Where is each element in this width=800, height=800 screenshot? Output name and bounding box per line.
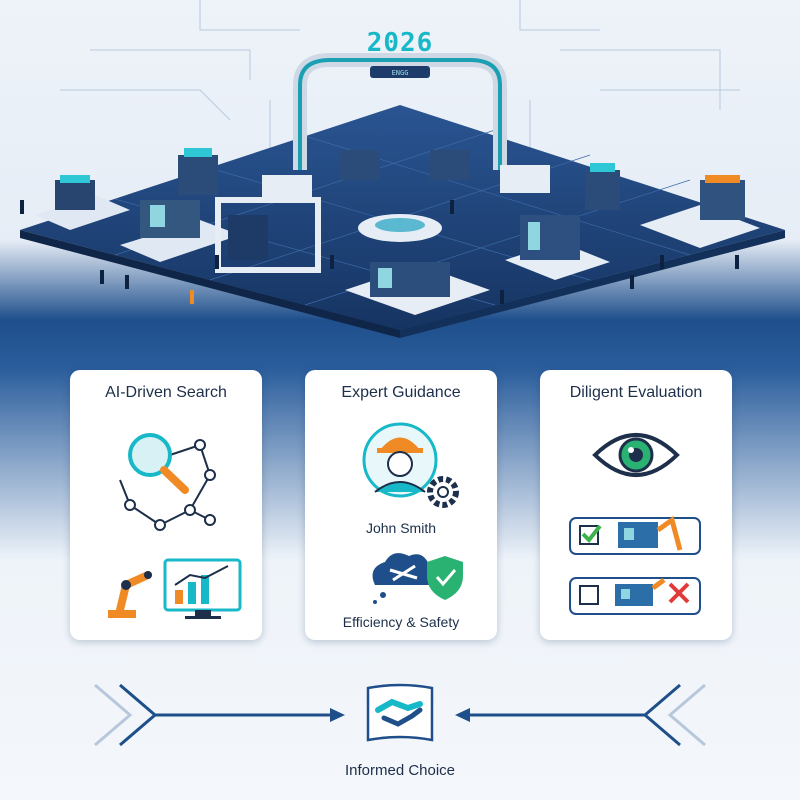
shield-check-icon	[427, 556, 463, 600]
handshake-icon	[366, 683, 434, 742]
entrance-gate: ENGG	[293, 53, 507, 170]
robot-arm-icon	[108, 571, 152, 618]
card-title: AI-Driven Search	[105, 384, 227, 401]
tagline: Efficiency & Safety	[342, 614, 460, 630]
year-label: 2026	[366, 28, 434, 58]
factory-floor-scene: ENGG	[20, 0, 785, 338]
gear-icon	[427, 476, 459, 508]
machine-stations	[35, 148, 760, 315]
magnifier-network-icon	[119, 433, 216, 531]
eye-icon	[592, 433, 680, 477]
right-arrow-icon	[455, 683, 706, 747]
tools-cloud-icon	[372, 553, 437, 604]
card-title: Expert Guidance	[341, 384, 461, 401]
circuit-lines	[60, 0, 740, 150]
left-arrow-icon	[94, 683, 345, 747]
check-icon	[581, 524, 602, 544]
card-diligent-evaluation: Diligent Evaluation	[540, 370, 732, 640]
card-expert-guidance: Expert Guidance John Smith Efficiency & …	[305, 370, 497, 640]
cross-icon	[668, 582, 690, 604]
workers	[20, 200, 739, 304]
card-title: Diligent Evaluation	[569, 384, 703, 401]
convergence-arrows	[94, 683, 706, 747]
engineer-avatar-icon	[362, 422, 438, 498]
approved-machine-icon	[569, 515, 701, 555]
expert-name: John Smith	[365, 520, 437, 536]
gate-label: ENGG	[392, 69, 409, 77]
informed-choice-label: Informed Choice	[344, 762, 456, 779]
card-ai-driven-search: AI-Driven Search	[70, 370, 262, 640]
hero-illustration: ENGG	[0, 0, 800, 360]
analytics-monitor-icon	[163, 558, 242, 619]
rejected-machine-icon	[569, 577, 701, 615]
